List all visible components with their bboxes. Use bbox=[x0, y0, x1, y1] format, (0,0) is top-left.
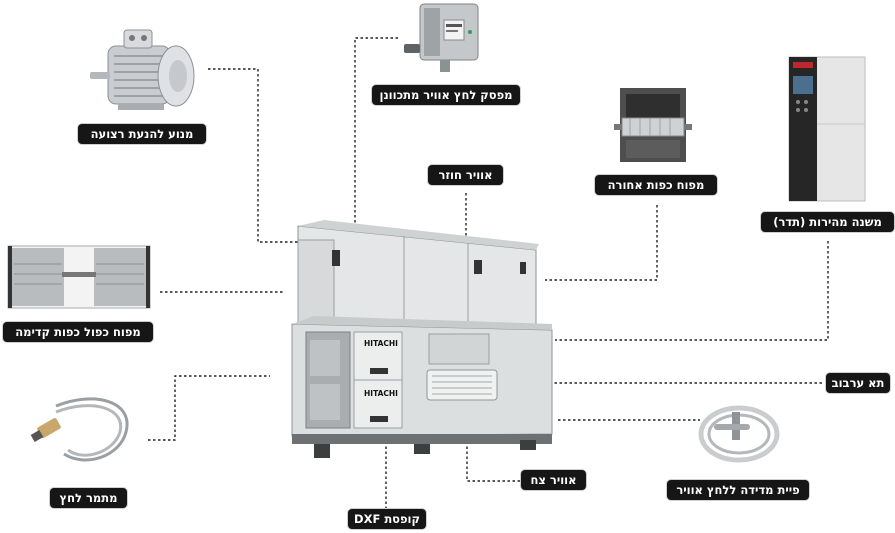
label-double-fan: מפוח כפול כפות קדימה bbox=[3, 322, 153, 342]
label-mixing-box: תא ערבוב bbox=[826, 373, 890, 393]
pressure-switch-image bbox=[404, 3, 479, 72]
hitachi-mark-upper: HITACHI bbox=[364, 339, 398, 348]
label-pressure-switch: מפסק לחץ אוויר מתכוונן bbox=[372, 85, 520, 105]
hitachi-mark-lower: HITACHI bbox=[364, 389, 398, 398]
leader-vfd bbox=[555, 241, 829, 341]
label-pitot: פיית מדידה ללחץ אוויר bbox=[667, 480, 809, 500]
leader-backward-fan bbox=[545, 205, 658, 281]
transducer-image bbox=[30, 397, 129, 462]
label-vfd: משנה מהירות (תדר) bbox=[761, 212, 894, 232]
leader-motor bbox=[208, 68, 305, 243]
leader-pressure-switch bbox=[354, 37, 398, 225]
backward-fan-image bbox=[614, 88, 692, 162]
label-supply-air: אוויר צח bbox=[521, 470, 586, 490]
label-backward-fan: מפוח כפות אחורה bbox=[595, 175, 717, 195]
label-transducer: מתמר לחץ bbox=[50, 488, 127, 508]
pitot-image bbox=[698, 405, 780, 463]
double-fan-image bbox=[7, 245, 151, 309]
air-handling-unit-image: HITACHI HITACHI bbox=[291, 220, 553, 458]
label-dxf-box: קופסת DXF bbox=[348, 509, 426, 529]
leader-transducer bbox=[148, 375, 270, 441]
label-motor: מנוע להנעת רצועה bbox=[78, 124, 206, 144]
vfd-image bbox=[788, 56, 866, 202]
motor-image bbox=[90, 29, 195, 110]
label-return-air: אוויר חוזר bbox=[428, 165, 503, 185]
